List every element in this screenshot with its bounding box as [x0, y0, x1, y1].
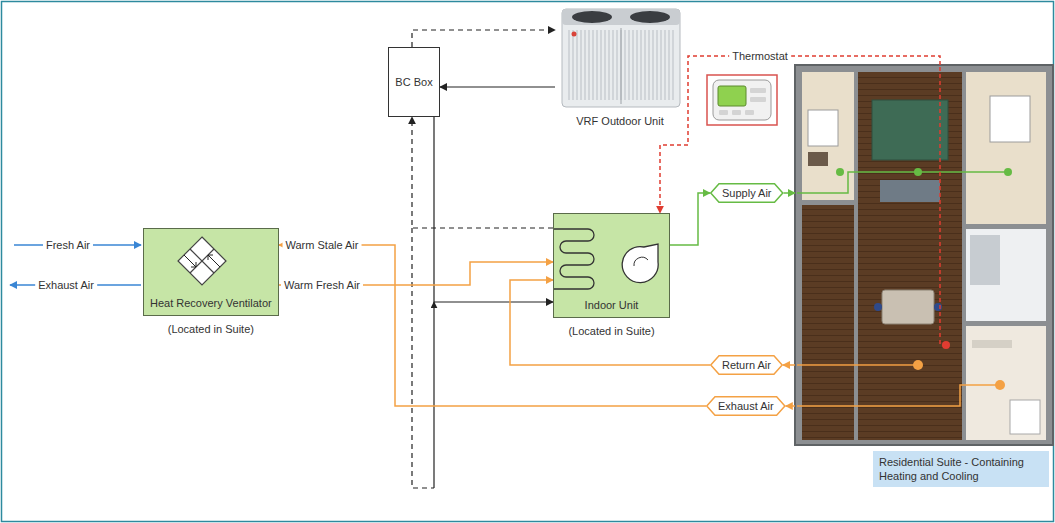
refrigerant-line — [434, 117, 553, 302]
flow-label: Warm Fresh Air — [281, 278, 363, 292]
flow-label: Warm Stale Air — [283, 238, 362, 252]
hexagon-outline — [707, 397, 785, 416]
air-label: Exhaust Air — [35, 278, 97, 292]
node-label: Exhaust Air — [718, 399, 774, 413]
air-tag: Exhaust Air — [706, 396, 786, 416]
residential-suite: Residential Suite - Containing Heating a… — [795, 65, 1053, 490]
air-duct — [279, 245, 706, 406]
node-label: Return Air — [722, 358, 771, 372]
air-duct — [786, 405, 795, 407]
node-label: (Located in Suite) — [553, 324, 670, 338]
bc-box: BC Box — [388, 47, 440, 117]
outdoor-unit-picture — [562, 9, 680, 107]
flow-label: Thermostat — [729, 49, 791, 63]
node-label: Supply Air — [722, 186, 772, 200]
suite-floor-plan — [795, 65, 1053, 445]
air-tag: Supply Air — [710, 183, 784, 203]
refrigerant-line — [412, 117, 553, 228]
air-duct — [670, 193, 710, 245]
hexagon-outline — [711, 184, 783, 203]
node-label: BC Box — [395, 75, 432, 89]
heat-recovery-ventilator: Heat Recovery Ventilator (Located in Suit… — [143, 228, 279, 336]
hexagon-outline — [711, 356, 782, 375]
node-label: Indoor Unit — [585, 298, 639, 312]
air-duct — [783, 364, 795, 366]
air-tag: Return Air — [710, 355, 783, 375]
thermostat-picture — [707, 75, 777, 125]
air-label: Fresh Air — [43, 238, 93, 252]
node-label: Heat Recovery Ventilator — [150, 296, 272, 310]
air-duct — [784, 192, 795, 194]
node-label: (Located in Suite) — [143, 322, 279, 336]
refrigerant-risers — [412, 228, 434, 488]
control-wire — [660, 56, 940, 213]
indoor-unit: Indoor Unit (Located in Suite) — [553, 213, 670, 338]
outdoor-unit: VRF Outdoor Unit — [555, 5, 685, 130]
refrigerant-line — [412, 30, 555, 47]
unit-box: Indoor Unit — [553, 213, 670, 318]
caption-box: Residential Suite - Containing Heating a… — [873, 451, 1049, 487]
node-label: VRF Outdoor Unit — [576, 114, 663, 128]
unit-box: Heat Recovery Ventilator — [143, 228, 279, 316]
refrigerant-line — [440, 86, 555, 87]
